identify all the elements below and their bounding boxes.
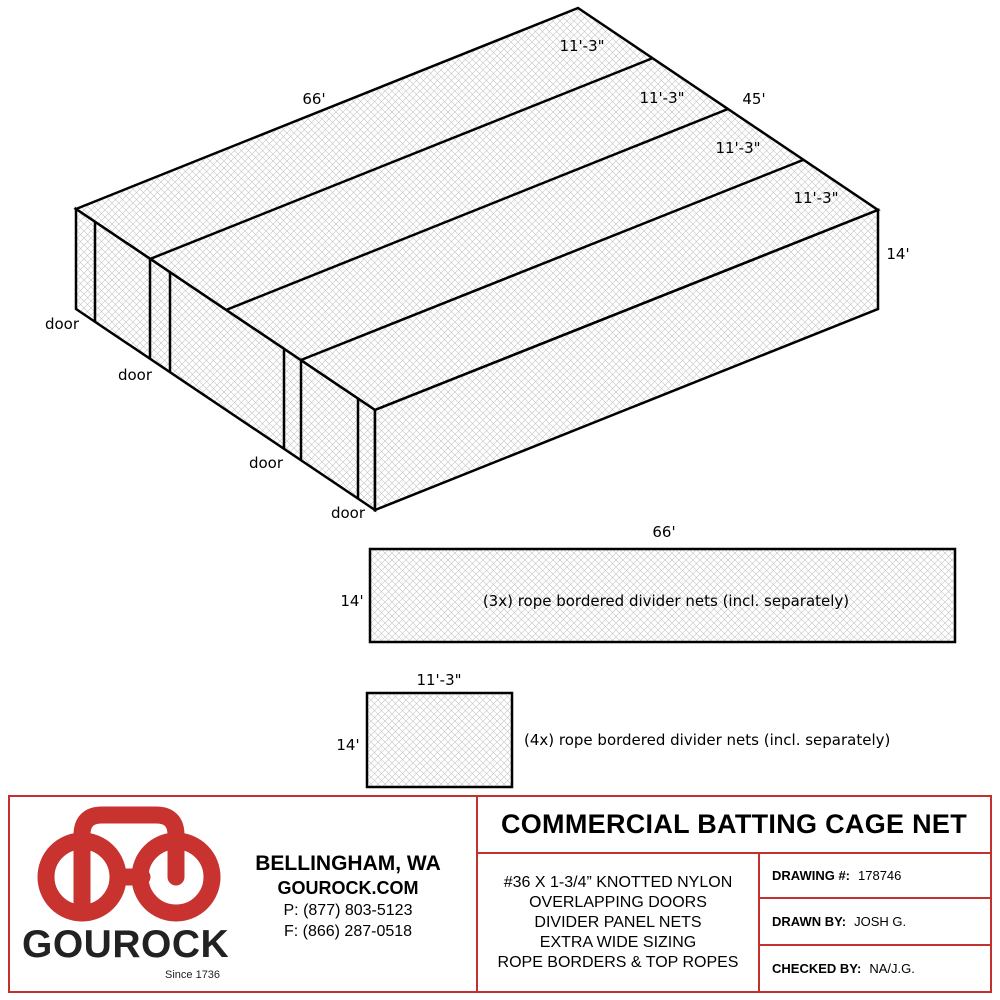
company-website: GOUROCK.COM [277, 878, 419, 898]
contact-info: BELLINGHAM, WA GOUROCK.COM P: (877) 803-… [238, 851, 458, 942]
company-city: BELLINGHAM, WA [255, 852, 441, 875]
logo-cell: GOUROCK Since 1736 BELLINGHAM, WA GOUROC… [10, 797, 478, 991]
short-divider-width: 11'-3" [416, 671, 461, 689]
dim-lane-4: 11'-3" [793, 189, 838, 207]
description-line: #36 X 1-3/4” KNOTTED NYLON [503, 873, 733, 891]
drawn-by-row: DRAWN BY: JOSH G. [760, 899, 990, 946]
title-cell: COMMERCIAL BATTING CAGE NET [478, 797, 990, 854]
checked-by-value: NA/J.G. [869, 961, 915, 976]
cage-side-face [373, 208, 880, 512]
description-line: EXTRA WIDE SIZING [539, 933, 697, 951]
lane-divider-3 [300, 158, 804, 362]
description-cell: #36 X 1-3/4” KNOTTED NYLON OVERLAPPING D… [478, 854, 760, 991]
door-label-3: door [249, 454, 284, 472]
door-label-2: door [118, 366, 153, 384]
description-line: DIVIDER PANEL NETS [534, 913, 702, 931]
brand-since: Since 1736 [165, 969, 221, 981]
gourock-logo-icon [37, 806, 221, 922]
short-divider-net [365, 691, 514, 789]
long-divider-note: (3x) rope bordered divider nets (incl. s… [483, 592, 849, 610]
drawn-by-label: DRAWN BY: [772, 914, 847, 929]
short-divider-note: (4x) rope bordered divider nets (incl. s… [524, 731, 890, 749]
dim-height-right: 14' [886, 245, 909, 263]
drawing-number-value: 178746 [858, 868, 902, 883]
company-fax: F: (866) 287-0518 [283, 923, 413, 940]
dim-length-top: 66' [302, 90, 325, 108]
long-divider-height: 14' [340, 592, 363, 610]
checked-by-label: CHECKED BY: [772, 961, 862, 976]
checked-by-row: CHECKED BY: NA/J.G. [760, 946, 990, 991]
lane-divider-1 [149, 56, 654, 261]
drawing-number-label: DRAWING #: [772, 868, 850, 883]
door-label-4: door [331, 504, 366, 522]
drawing-title: COMMERCIAL BATTING CAGE NET [500, 809, 968, 839]
short-divider-height: 14' [336, 736, 359, 754]
drawing-number-row: DRAWING #: 178746 [760, 854, 990, 899]
dim-lane-2: 11'-3" [639, 89, 684, 107]
long-divider-width: 66' [652, 523, 675, 541]
company-phone: P: (877) 803-5123 [283, 902, 413, 919]
long-divider-net [368, 547, 957, 644]
drawn-by-value: JOSH G. [854, 914, 907, 929]
description-line: OVERLAPPING DOORS [529, 893, 707, 911]
dim-lane-3: 11'-3" [715, 139, 760, 157]
door-label-1: door [45, 315, 80, 333]
meta-cell: DRAWING #: 178746 DRAWN BY: JOSH G. CHEC… [760, 854, 990, 991]
description-line: ROPE BORDERS & TOP ROPES [497, 953, 739, 971]
lane-divider-2 [225, 107, 729, 312]
batting-cage-drawing: 66' 45' 14' 11'-3" 11'-3" 11'-3" 11'-3" … [45, 6, 957, 789]
brand-name: GOUROCK [22, 923, 230, 966]
dim-lane-1: 11'-3" [559, 37, 604, 55]
title-block: GOUROCK Since 1736 BELLINGHAM, WA GOUROC… [8, 795, 992, 993]
dim-width-right: 45' [742, 90, 765, 108]
